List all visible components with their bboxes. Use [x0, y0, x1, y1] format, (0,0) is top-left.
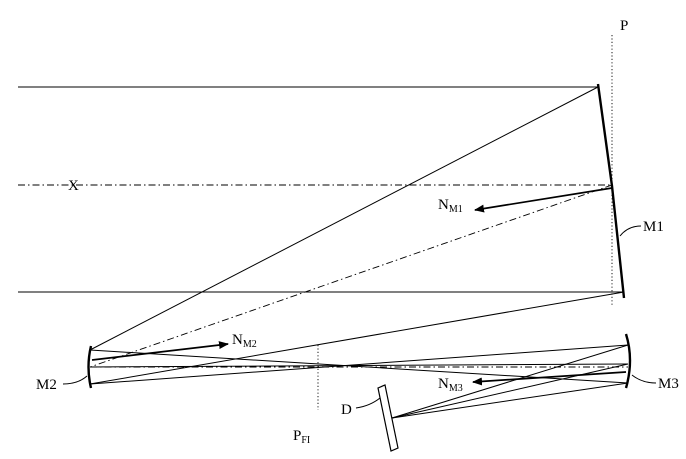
label-n-m1: NM1 [438, 197, 463, 215]
ray-m2-m3-b [89, 344, 629, 385]
ray-m1-m2-chief [89, 184, 613, 368]
label-x: X [68, 178, 79, 194]
label-n-m2: NM2 [232, 332, 257, 350]
normal-m2-arrow [91, 341, 229, 361]
label-m1: M1 [643, 219, 664, 235]
mirror-m2 [87, 345, 93, 389]
ray-m3-d-a [391, 344, 629, 419]
ray-m1-m2-bottom [89, 291, 625, 385]
label-p-fi: PFI [293, 428, 310, 446]
label-n-m3: NM3 [438, 376, 463, 394]
ray-m3-d-b [391, 363, 629, 419]
ray-m3-d-c [391, 382, 629, 419]
leader-m2 [62, 375, 88, 385]
label-m2: M2 [36, 377, 57, 393]
leader-m3 [631, 374, 657, 384]
detector-d [377, 384, 399, 452]
ray-m1-m2-top [89, 86, 599, 351]
leader-d [355, 397, 381, 409]
mirror-m3 [624, 333, 632, 389]
leader-m1 [619, 225, 642, 237]
label-m3: M3 [658, 376, 679, 392]
label-p: P [620, 18, 628, 34]
label-d: D [341, 402, 352, 418]
ray-m2-m3-c [89, 363, 629, 368]
normal-m1-arrow [474, 187, 613, 213]
mirror-m1 [596, 83, 626, 299]
normal-m3-arrow [472, 371, 627, 386]
